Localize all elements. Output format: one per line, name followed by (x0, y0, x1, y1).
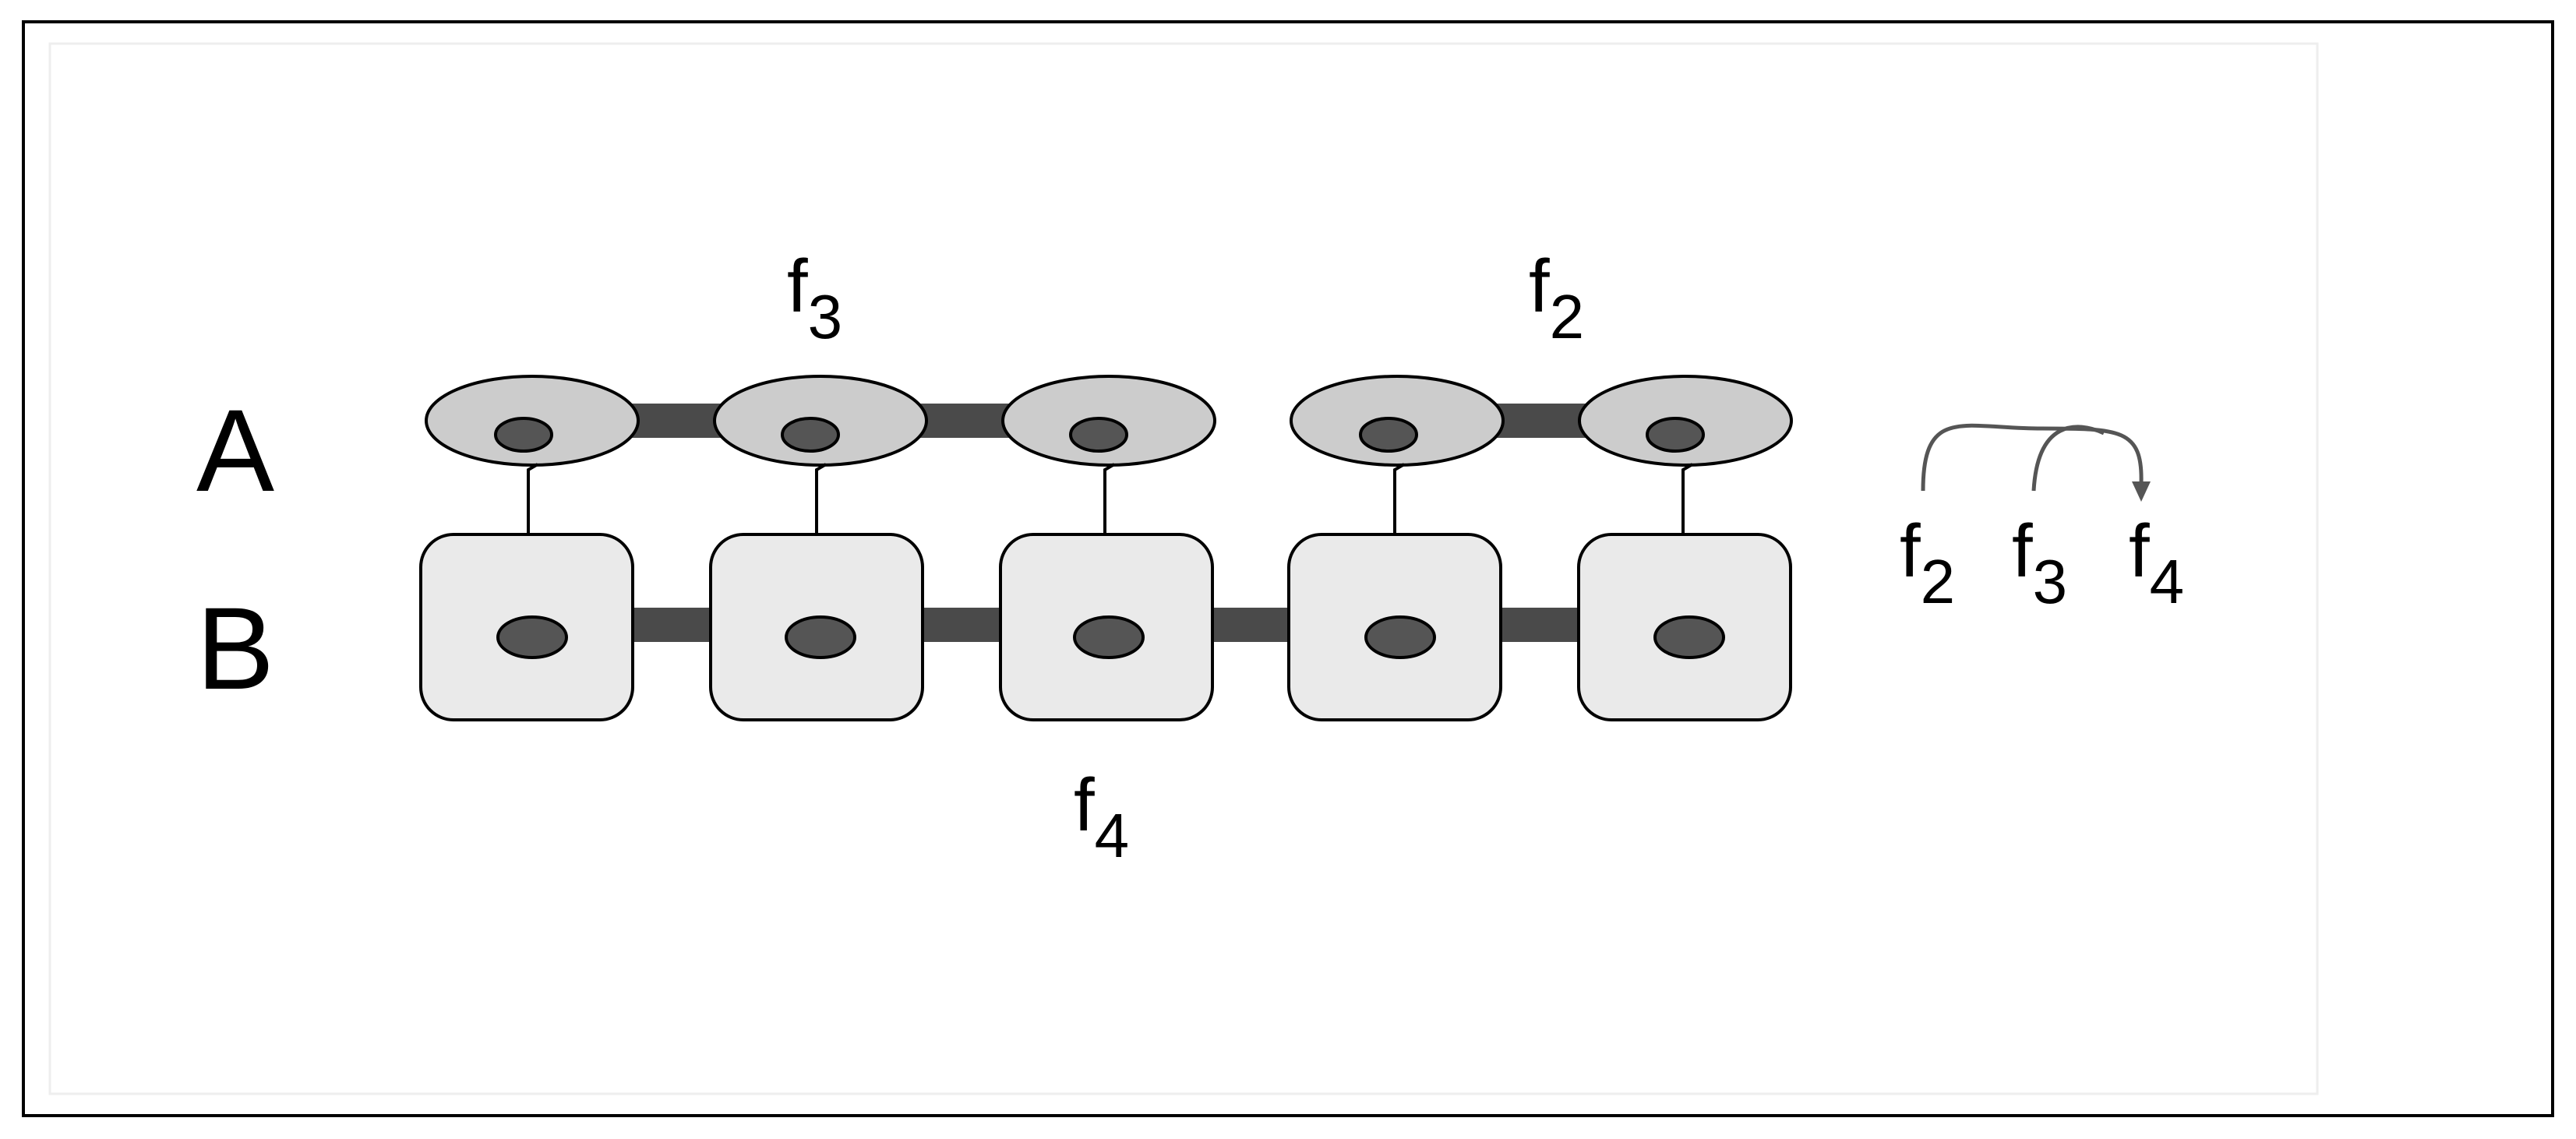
annotation-f3-sub: 3 (808, 282, 843, 351)
annotation-f2: f2 (1529, 245, 1584, 351)
legend-f2-sub: 2 (1921, 547, 1956, 616)
nucleus (1069, 417, 1128, 453)
row-a-cells (425, 375, 1793, 467)
row-b-cells (419, 533, 1792, 721)
junction-b-2-3 (912, 608, 1013, 642)
a-b-connectors (527, 463, 1694, 534)
cell-a-2 (713, 375, 928, 467)
nucleus (1653, 615, 1725, 659)
junction-a-2-3 (912, 404, 1013, 438)
cell-b-1 (419, 533, 634, 721)
annotation-f4: f4 (1074, 763, 1129, 870)
legend-f3-sub: 3 (2033, 547, 2068, 616)
connector-5 (1681, 463, 1694, 534)
junction-a-4-5 (1488, 404, 1590, 438)
connector-3 (1103, 463, 1116, 534)
legend-f3-base: f (2012, 510, 2033, 593)
cell-b-2 (709, 533, 924, 721)
annotation-f2-sub: 2 (1550, 282, 1585, 351)
annotation-f3: f3 (787, 245, 842, 351)
row-a-junctions (623, 404, 1590, 438)
legend-f4-sub: 4 (2150, 547, 2185, 616)
nucleus (494, 417, 553, 453)
legend-f4-base: f (2129, 510, 2150, 593)
nucleus (785, 615, 856, 659)
annotation-f4-sub: 4 (1095, 801, 1130, 870)
junction-b-4-5 (1488, 608, 1590, 642)
legend-f4: f4 (2129, 510, 2184, 616)
row-label-b: B (196, 583, 274, 714)
legend: f2 f3 f4 (1900, 423, 2184, 616)
junction-b-1-2 (623, 608, 725, 642)
legend-arc-f3-f4 (2031, 425, 2105, 492)
junction-a-1-2 (623, 404, 725, 438)
nucleus (1646, 417, 1705, 453)
nucleus (1073, 615, 1145, 659)
cell-b-4 (1287, 533, 1502, 721)
row-b-junctions (623, 608, 1590, 642)
cell-a-3 (1001, 375, 1216, 467)
connector-2 (815, 463, 827, 534)
cell-a-4 (1290, 375, 1505, 467)
annotation-f2-base: f (1529, 245, 1550, 328)
legend-f2-base: f (1900, 510, 1921, 593)
cell-a-5 (1578, 375, 1793, 467)
nucleus (496, 615, 568, 659)
nucleus (781, 417, 840, 453)
nucleus (1359, 417, 1418, 453)
cell-b-5 (1577, 533, 1792, 721)
junction-b-3-4 (1200, 608, 1301, 642)
annotation-f3-base: f (787, 245, 808, 328)
connector-4 (1393, 463, 1406, 534)
connector-1 (527, 463, 539, 534)
legend-f3: f3 (2012, 510, 2067, 616)
cell-a-1 (425, 375, 640, 467)
legend-arrowhead (2132, 481, 2151, 502)
nucleus (1364, 615, 1436, 659)
inner-frame (48, 42, 2319, 1095)
cell-b-3 (999, 533, 1214, 721)
legend-f2: f2 (1900, 510, 1955, 616)
legend-arc-f2-f4 (1921, 423, 2144, 492)
row-label-a: A (196, 385, 274, 516)
annotation-f4-base: f (1074, 763, 1095, 847)
